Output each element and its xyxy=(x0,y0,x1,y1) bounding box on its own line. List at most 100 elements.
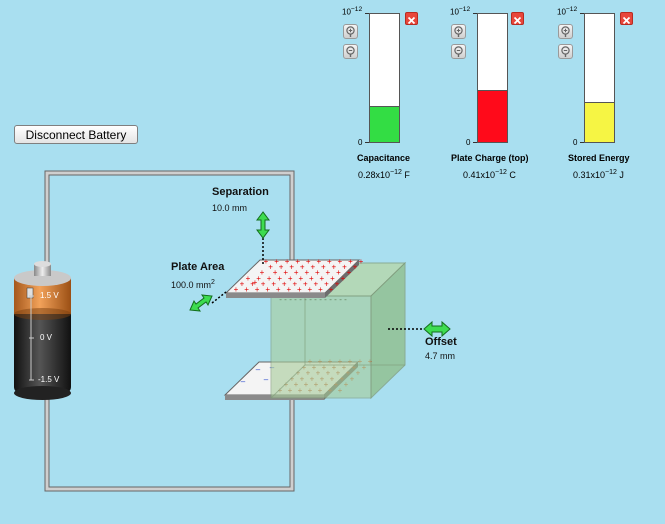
wire-bottom xyxy=(44,395,295,492)
plate-charge-zoom-out-icon[interactable] xyxy=(451,44,466,59)
capacitance-close-icon[interactable] xyxy=(405,12,418,25)
meter-exponent-power: −12 xyxy=(565,6,578,13)
dielectric-charge-icon: - - xyxy=(309,295,317,304)
capacitance-zoom-in-icon[interactable] xyxy=(343,24,358,39)
meter-zero-label: 0 xyxy=(466,138,471,147)
meter-zero-label: 0 xyxy=(358,138,363,147)
stored-energy-zoom-out-icon[interactable] xyxy=(558,44,573,59)
dielectric-charge-icon: - - xyxy=(279,295,287,304)
positive-charge-icon: + xyxy=(341,274,346,283)
dielectric-charge-icon: - - xyxy=(319,295,327,304)
positive-charge-icon: + xyxy=(289,263,294,272)
stored-energy-bar xyxy=(584,13,615,143)
plate-area-arrow-icon[interactable] xyxy=(189,291,227,312)
meter-tick xyxy=(580,142,584,143)
stored-energy-unit: J xyxy=(619,170,624,180)
positive-charge-icon: + xyxy=(276,285,281,294)
positive-charge-icon: + xyxy=(246,274,251,283)
positive-charge-icon: + xyxy=(338,257,343,266)
plate-charge-bar xyxy=(477,13,508,143)
meter-exponent-power: −12 xyxy=(350,6,363,13)
positive-charge-icon: + xyxy=(330,274,335,283)
plate-area-power: 2 xyxy=(211,279,215,286)
separation-label: Separation xyxy=(212,186,269,198)
stored-energy-bar-fill xyxy=(585,102,614,142)
positive-charge-icon: + xyxy=(348,257,353,266)
separation-arrow-icon[interactable] xyxy=(256,211,270,266)
separation-value: 10.0 mm xyxy=(212,203,248,213)
positive-charge-icon: + xyxy=(329,285,334,294)
positive-charge-icon: + xyxy=(268,263,273,272)
capacitance-value: 0.28x10−12 F xyxy=(358,169,410,180)
positive-charge-icon: + xyxy=(250,279,255,288)
positive-charge-icon: + xyxy=(292,279,297,288)
positive-charge-icon: + xyxy=(314,279,319,288)
meter-tick xyxy=(473,13,477,14)
battery-top-voltage: 1.5 V xyxy=(40,291,59,300)
positive-charge-icon: + xyxy=(321,263,326,272)
positive-charge-icon: + xyxy=(244,285,249,294)
positive-charge-icon: + xyxy=(359,257,364,266)
positive-charge-icon: + xyxy=(255,285,260,294)
positive-charge-icon: + xyxy=(310,263,315,272)
meter-tick xyxy=(580,13,584,14)
meter-exponent-power: −12 xyxy=(458,6,471,13)
positive-charge-icon: + xyxy=(288,274,293,283)
meter-exponent: 10 xyxy=(450,7,459,17)
battery-bottom-voltage: -1.5 V xyxy=(38,375,60,384)
stored-energy-value-text: 0.31x10 xyxy=(573,170,606,180)
plate-charge-close-icon[interactable] xyxy=(511,12,524,25)
dielectric-charge-icon: - - xyxy=(299,295,307,304)
capacitance-value-text: 0.28x10 xyxy=(358,170,391,180)
positive-charge-icon: + xyxy=(240,279,245,288)
negative-charge-icon: – xyxy=(264,375,269,384)
positive-charge-icon: + xyxy=(300,263,305,272)
battery[interactable] xyxy=(14,261,71,400)
positive-charge-icon: + xyxy=(298,274,303,283)
capacitance-value-power: −12 xyxy=(390,169,402,176)
stored-energy-zoom-in-icon[interactable] xyxy=(558,24,573,39)
positive-charge-icon: + xyxy=(285,257,290,266)
positive-charge-icon: + xyxy=(303,279,308,288)
capacitance-bar-fill xyxy=(370,106,399,142)
plate-area-label: Plate Area xyxy=(171,261,225,273)
positive-charge-icon: + xyxy=(286,285,291,294)
capacitance-unit: F xyxy=(404,170,410,180)
positive-charge-icon: + xyxy=(347,268,352,277)
disconnect-battery-button[interactable]: Disconnect Battery xyxy=(14,125,138,144)
offset-label: Offset xyxy=(425,336,457,348)
positive-charge-icon: + xyxy=(256,274,261,283)
meter-exponent: 10 xyxy=(342,7,351,17)
positive-charge-icon: + xyxy=(264,257,269,266)
positive-charge-icon: + xyxy=(309,274,314,283)
meter-tick xyxy=(473,142,477,143)
stored-energy-close-icon[interactable] xyxy=(620,12,633,25)
positive-charge-icon: + xyxy=(234,285,239,294)
plate-charge-value-text: 0.41x10 xyxy=(463,170,496,180)
meter-exponent: 10 xyxy=(557,7,566,17)
positive-charge-icon: + xyxy=(308,285,313,294)
positive-charge-icon: + xyxy=(294,268,299,277)
capacitance-bar xyxy=(369,13,400,143)
capacitance-label: Capacitance xyxy=(357,153,411,163)
dielectric-front: - -- -- -- -- -- -- - xyxy=(270,263,405,399)
plate-charge-value: 0.41x10−12 C xyxy=(463,169,516,180)
positive-charge-icon: + xyxy=(327,257,332,266)
positive-charge-icon: + xyxy=(320,274,325,283)
capacitance-zoom-out-icon[interactable] xyxy=(343,44,358,59)
positive-charge-icon: + xyxy=(273,268,278,277)
stored-energy-value: 0.31x10−12 J xyxy=(573,169,624,180)
positive-charge-icon: + xyxy=(326,268,331,277)
battery-mid-voltage: 0 V xyxy=(40,333,53,342)
offset-arrow-icon[interactable] xyxy=(388,320,451,338)
stored-energy-meter: 10−12 0 Stored Energy 0.31x10−12 J xyxy=(553,0,665,190)
positive-charge-icon: + xyxy=(335,279,340,288)
wire-top xyxy=(44,170,295,283)
positive-charge-icon: + xyxy=(295,257,300,266)
capacitance-meter: 10−12 0 Capacitance 0.28x10−12 F xyxy=(338,0,458,190)
positive-charge-icon: + xyxy=(260,268,265,277)
plate-charge-value-power: −12 xyxy=(495,169,507,176)
plate-charge-zoom-in-icon[interactable] xyxy=(451,24,466,39)
plate-area-value: 100.0 mm2 xyxy=(171,279,215,290)
